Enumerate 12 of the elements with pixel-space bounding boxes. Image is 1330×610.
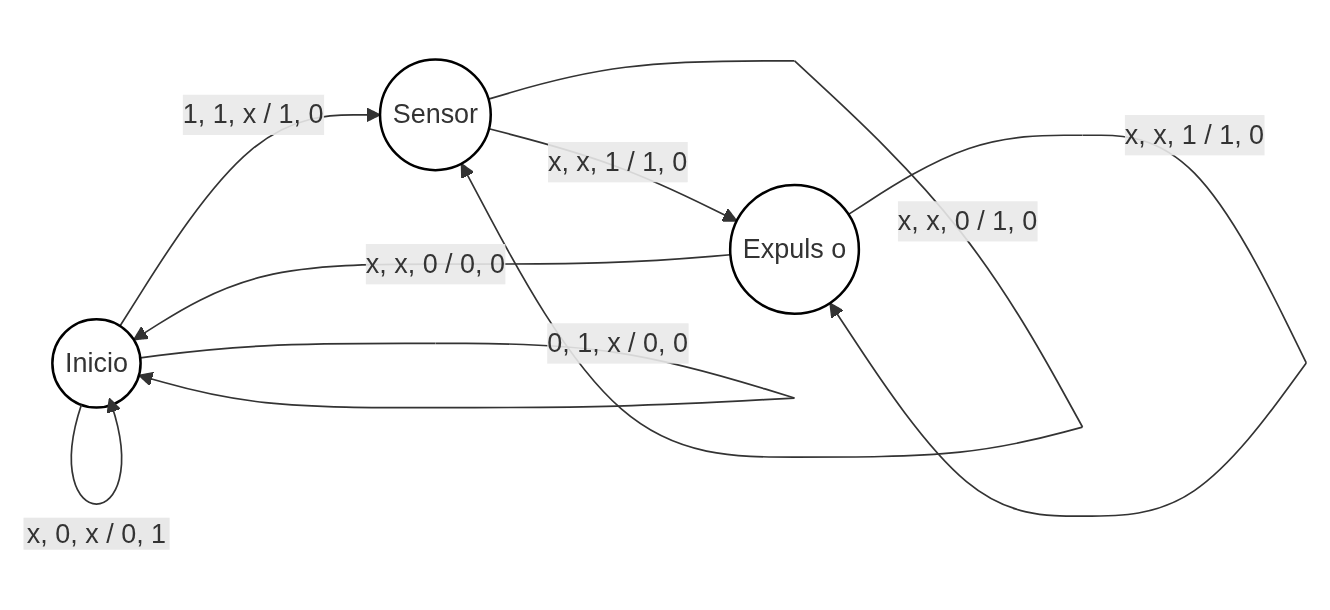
edge-label: 1, 1, x / 1, 0 [182,100,324,129]
edge-label: x, x, 0 / 0, 0 [365,249,506,279]
arrow [70,398,123,506]
edge-label: x, x, 0 / 1, 0 [897,206,1038,236]
edge-label: x, x, 1 / 1, 0 [1124,120,1265,150]
edge-label: x, x, 1 / 1, 0 [547,147,688,177]
node-circle: Sensor [378,58,492,172]
edge-label: x, 0, x / 0, 1 [26,519,167,550]
node-circle: Expuls o [728,184,861,316]
node-circle: Inicio [51,318,142,410]
arrow [488,128,738,223]
edge-label: 0, 1, x / 0, 0 [547,328,689,358]
